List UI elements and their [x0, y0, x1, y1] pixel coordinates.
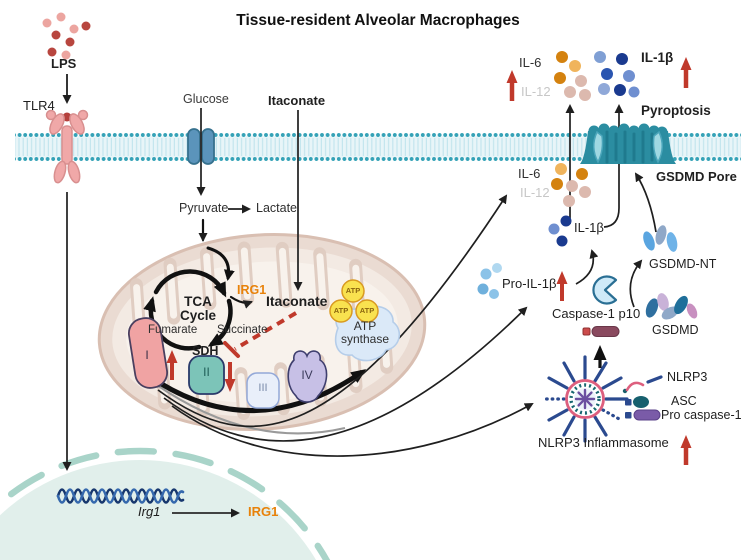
itaconate-inhibition	[166, 311, 298, 392]
caspase1-p10-label: Caspase-1 p10	[552, 306, 641, 321]
complex-iii	[246, 372, 280, 409]
nlrp3-inflammasome-wheel	[541, 355, 629, 443]
caspase1-p10-icon	[592, 275, 618, 305]
tlr4-label: TLR4	[23, 98, 55, 113]
tca-cycle-label-line2: Cycle	[179, 308, 217, 323]
glucose-transporter	[187, 128, 215, 165]
nucleus	[0, 447, 331, 560]
atp-label-2: ATP	[333, 306, 349, 315]
arrow-mito-to-il6	[157, 194, 508, 428]
il12-in-label: IL-12	[520, 185, 550, 200]
gsdmd-nt-label: GSDMD-NT	[649, 257, 717, 271]
gsdmd-icon	[645, 293, 698, 320]
pyroptosis-label: Pyroptosis	[641, 103, 711, 118]
complex-ii	[188, 355, 225, 395]
asc-icon	[625, 396, 649, 408]
fumarate-label: Fumarate	[148, 324, 198, 336]
figure-title: Tissue-resident Alveolar Macrophages	[236, 12, 520, 29]
atp-synthase-label-line1: ATP	[353, 319, 377, 333]
arrow-il1b-secretion	[603, 104, 624, 228]
etc-flow-arrow	[150, 369, 367, 413]
itaconate-mito-label: Itaconate	[266, 293, 328, 309]
il6-il12-molecules-intracellular	[551, 163, 591, 207]
complex-iv	[287, 350, 328, 403]
pro-caspase1-legend-label: Pro caspase-1	[661, 408, 742, 422]
irg1-protein-label: IRG1	[248, 504, 279, 519]
gsdmd-label: GSDMD	[652, 323, 699, 337]
pro-il1b-molecules	[477, 263, 502, 299]
lps-label: LPS	[51, 56, 77, 71]
arrow-gsdmd-to-nt	[629, 259, 643, 308]
il1b-in-label: IL-1β	[574, 220, 604, 235]
tca-cycle-arrows	[143, 218, 253, 351]
arrow-mito-to-proil1b	[163, 306, 528, 442]
complex-ii-label: II	[203, 365, 210, 379]
il1b-molecules-extracellular	[594, 51, 640, 98]
pyruvate-label: Pyruvate	[179, 201, 229, 215]
irg1-enzyme-label: IRG1	[237, 283, 267, 297]
il12-out-label: IL-12	[521, 84, 551, 99]
irg1-gene-label: Irg1	[138, 504, 161, 519]
sdh-label: SDH	[192, 344, 219, 358]
active-caspase1-icon	[582, 326, 620, 337]
il1b-molecules-intracellular	[548, 215, 572, 247]
tca-cycle-label-line1: TCA	[184, 294, 212, 309]
gsdmd-nt-icon	[643, 225, 678, 252]
atp-label-1: ATP	[345, 286, 361, 295]
lactate-label: Lactate	[256, 201, 298, 215]
arrow-nt-to-pore	[634, 172, 657, 233]
complex-i-label: I	[145, 348, 149, 362]
nlrp3-icon	[622, 375, 663, 394]
complex-iv-label: IV	[301, 368, 313, 382]
il6-il12-molecules-extracellular	[554, 51, 591, 101]
glucose-label: Glucose	[183, 92, 229, 106]
il6-out-label: IL-6	[519, 55, 542, 70]
gsdmd-pore-channel	[580, 123, 676, 164]
atp-molecules	[329, 279, 379, 323]
pro-caspase1-icon	[625, 409, 661, 421]
atp-label-3: ATP	[359, 306, 375, 315]
itaconate-top-label: Itaconate	[268, 93, 326, 108]
pro-il1b-label: Pro-IL-1β	[502, 276, 557, 291]
dna-helix	[56, 488, 185, 504]
asc-legend-label: ASC	[671, 394, 697, 408]
atp-synthase-label-line2: synthase	[340, 332, 390, 346]
il6-in-label: IL-6	[518, 166, 541, 181]
succinate-label: Succinate	[217, 324, 268, 336]
lps-molecules	[42, 12, 91, 60]
arrow-mito-to-nlrp3	[171, 403, 534, 457]
arrow-caspase-cleaves-il1b	[575, 249, 599, 285]
complex-iii-label: III	[258, 382, 268, 394]
tlr4-receptor	[45, 109, 89, 184]
etc-flow-shadow	[153, 382, 346, 435]
il1b-out-label: IL-1β	[641, 50, 674, 65]
nlrp3-legend-label: NLRP3	[667, 370, 708, 384]
gsdmd-pore-label: GSDMD Pore	[656, 169, 737, 184]
complex-i	[127, 317, 169, 389]
nlrp3-inflammasome-label: NLRP3 Inflammasome	[538, 435, 669, 450]
